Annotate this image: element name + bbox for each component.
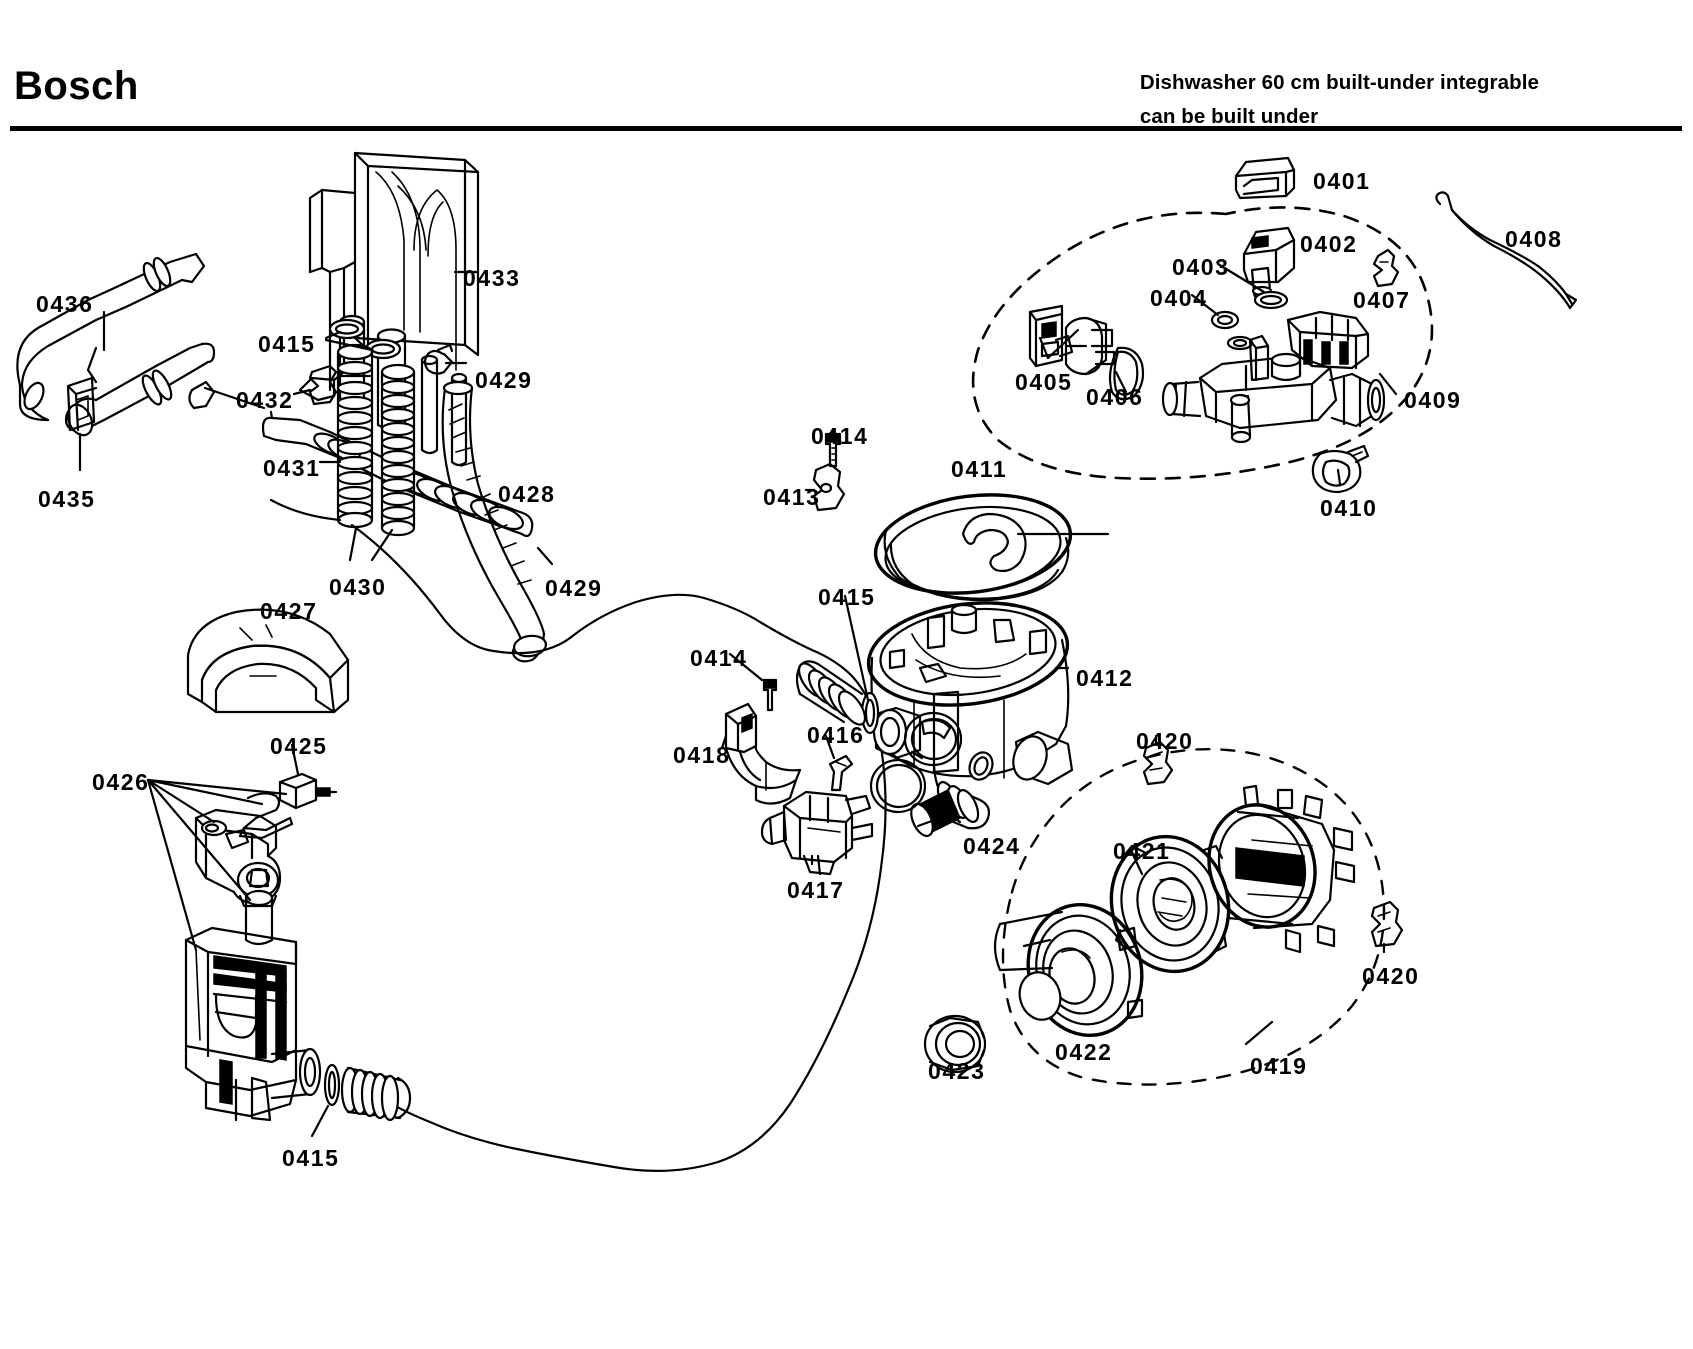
callout-0429: 0429 [545,575,603,601]
part-0432-clip [308,364,338,406]
part-0426-wire-clip [238,792,294,840]
callout-0415: 0415 [282,1145,340,1171]
part-0433-heat-exchanger [298,151,480,467]
part-0405-flow-sensor [1028,304,1116,376]
callout-0431: 0431 [263,455,321,481]
callout-0421: 0421 [1113,838,1171,864]
callout-0406: 0406 [1086,384,1144,410]
model-line-1: Dishwasher 60 cm built-under integrable [1139,71,1539,94]
callout-0423: 0423 [928,1058,986,1084]
model-description: Dishwasher 60 cm built-under integrable … [1140,66,1539,134]
part-0429-clamp-upper [423,343,454,375]
callout-0428: 0428 [498,481,556,507]
callout-0416: 0416 [807,722,865,748]
part-0416-screw [828,754,854,792]
callout-0415: 0415 [258,331,316,357]
part-0402-solenoid-coil [1242,226,1296,302]
callout-0430: 0430 [329,574,387,600]
part-mid-corrugated-hose [795,660,867,726]
callout-0405: 0405 [1015,369,1073,395]
callout-0404: 0404 [1150,285,1208,311]
callout-0412: 0412 [1076,665,1134,691]
callout-0425: 0425 [270,733,328,759]
part-0403-o-ring [1253,290,1289,310]
callout-0427: 0427 [260,598,318,624]
callout-0435: 0435 [38,486,96,512]
callout-0409: 0409 [1404,387,1462,413]
part-0434-handle [961,512,1027,573]
part-0404-o-rings [1210,310,1254,351]
part-0415-ring-lowmid [869,758,927,814]
part-0410-hose-clamp [1311,444,1370,494]
callout-0433: 0433 [463,265,521,291]
part-0426-float-assembly [194,808,282,908]
part-0412-sump-housing [866,601,1074,808]
callout-0403: 0403 [1172,254,1230,280]
callout-0422: 0422 [1055,1039,1113,1065]
part-0411-filter-cover [873,493,1073,602]
model-line-2: can be built under [1139,105,1319,128]
callout-0411: 0411 [951,456,1008,482]
part-0415-ring-lower [323,1063,341,1107]
callout-0436: 0436 [36,291,94,317]
callout-0420: 0420 [1136,728,1194,754]
callout-0420: 0420 [1362,963,1420,989]
part-0407-clip [1372,248,1400,288]
callout-0410: 0410 [1320,495,1378,521]
callout-0414: 0414 [690,645,748,671]
callout-0407: 0407 [1353,287,1411,313]
part-0431-corrugated-hose [336,343,374,529]
callout-0408: 0408 [1505,226,1563,252]
callout-0426: 0426 [92,769,150,795]
callout-0429: 0429 [475,367,533,393]
part-0412-seal-collar [903,711,963,767]
part-0422-pump-housing [993,903,1144,1037]
part-0401-cover-cap [1234,156,1296,200]
header-divider [10,126,1682,131]
callout-0432: 0432 [236,387,294,413]
brand-logo: Bosch [14,64,139,108]
callout-0414: 0414 [811,423,869,449]
part-0414-screw-lower [762,678,778,712]
callout-0417: 0417 [787,877,845,903]
callout-0413: 0413 [763,484,821,510]
part-0420-clip-lower [1370,900,1404,948]
part-0409-inlet-manifold [1161,310,1386,444]
callout-0401: 0401 [1313,168,1371,194]
callout-0402: 0402 [1300,231,1358,257]
part-0428-drain-hose [441,380,548,663]
callout-0415: 0415 [818,584,876,610]
part-0417-pressure-switch [760,790,874,876]
part-0426-valve-block [184,926,322,1122]
part-0419-motor [1207,784,1356,954]
part-0424-hose-stub [910,751,994,838]
enclosure-0409 [971,206,1434,480]
part-0418-bracket [724,702,802,805]
callout-0424: 0424 [963,833,1021,859]
enclosure-0419 [1001,748,1386,1086]
part-0425-float-switch [278,772,338,810]
part-0426-float-cup [244,889,274,946]
part-0435-bracket [66,376,98,432]
part-0436-inlet-hose-upper [16,252,216,437]
part-lower-corrugated-hose [340,1066,412,1122]
callout-0418: 0418 [673,742,731,768]
part-0430-corrugated-hose [380,363,416,537]
part-0415-rings-upper [328,318,402,360]
callout-0419: 0419 [1250,1053,1308,1079]
